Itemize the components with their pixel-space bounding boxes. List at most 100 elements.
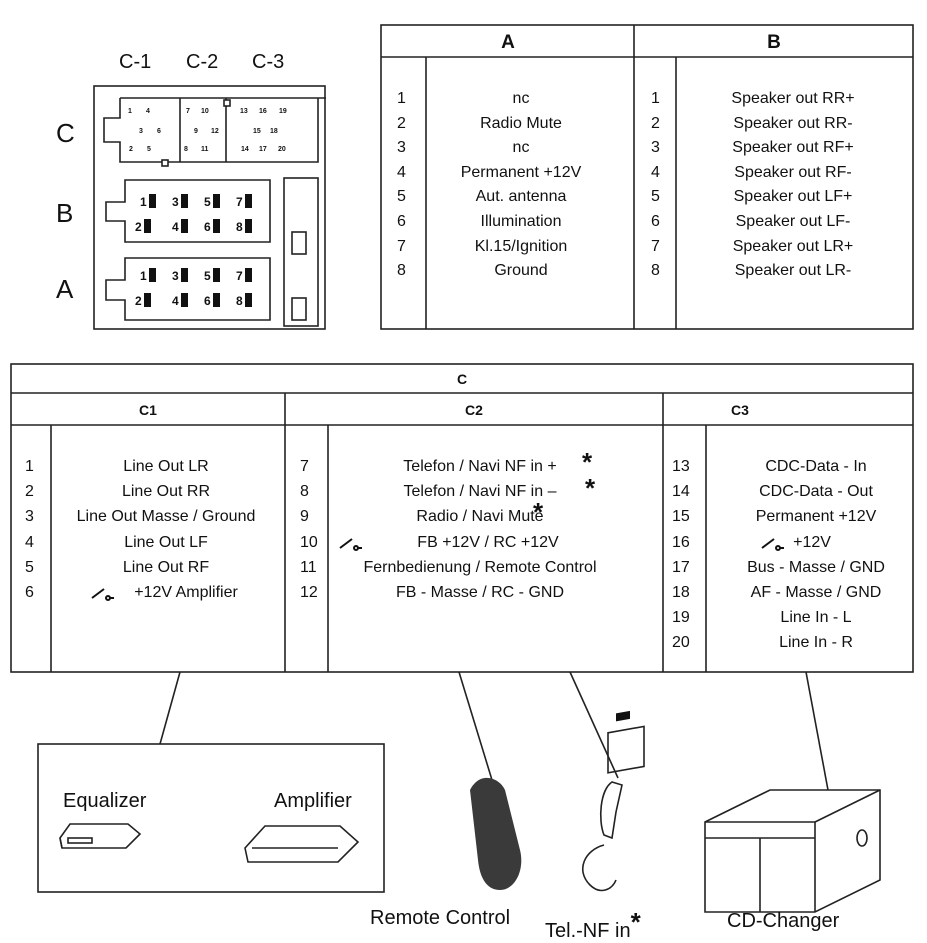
table-c3-pin-number: 18 bbox=[672, 584, 690, 601]
c-pin: 19 bbox=[279, 108, 287, 115]
table-ab-border bbox=[380, 24, 914, 330]
asterisk-mark: * bbox=[533, 497, 544, 527]
b-pin: 6 bbox=[204, 219, 220, 234]
c-pin: 7 bbox=[186, 108, 190, 115]
c-pin: 15 bbox=[253, 128, 261, 135]
table-a-pin-function: Aut. antenna bbox=[475, 188, 567, 206]
a-pin: 4 bbox=[172, 293, 188, 308]
table-b-pin-function: Speaker out RF+ bbox=[732, 139, 854, 157]
c-pin: 4 bbox=[146, 108, 150, 115]
c-pin: 12 bbox=[211, 128, 219, 135]
phone-handset bbox=[599, 781, 623, 840]
table-c2-pin-number: 10 bbox=[300, 533, 318, 551]
table-b-pin-number: 8 bbox=[651, 262, 660, 280]
a-pin: 1 bbox=[140, 268, 156, 283]
table-a-pin-function: Ground bbox=[494, 262, 548, 280]
table-a-pin-function: Radio Mute bbox=[480, 114, 562, 132]
table-c1-pin-number: 2 bbox=[25, 483, 34, 501]
table-c2-pin-number: 9 bbox=[300, 508, 309, 526]
table-a-pin-function: Permanent +12V bbox=[460, 163, 582, 181]
a-pin: 2 bbox=[135, 293, 151, 308]
c-pin: 9 bbox=[194, 128, 198, 135]
row-label-a: A bbox=[56, 274, 74, 304]
table-a-pin-number: 3 bbox=[397, 139, 406, 157]
c-pin: 17 bbox=[259, 146, 267, 153]
table-b-pin-number: 1 bbox=[651, 90, 660, 107]
table-c1-pin-function: +12V Amplifier bbox=[134, 584, 238, 601]
asterisk-mark: * bbox=[585, 473, 596, 503]
c-pin: 16 bbox=[259, 108, 267, 115]
table-c3-pin-function: Line In - R bbox=[779, 634, 853, 652]
table-b-pin-function: Speaker out LF+ bbox=[733, 188, 853, 206]
table-c2-pin-function: Radio / Navi Mute bbox=[416, 508, 544, 526]
table-c1-header: C1 bbox=[139, 402, 157, 418]
table-a-pin-function: Kl.15/Ignition bbox=[474, 237, 568, 255]
table-c2-pin-function: FB +12V / RC +12V bbox=[417, 533, 559, 551]
b-pin: 3 bbox=[172, 194, 188, 209]
col-label-c1: C-1 bbox=[119, 51, 152, 73]
table-c1-pin-function: Line Out RF bbox=[122, 558, 210, 576]
row-label-b: B bbox=[56, 198, 74, 228]
a-block-outline bbox=[105, 257, 271, 321]
table-c3-header: C3 bbox=[731, 402, 749, 418]
b-pin: 1 bbox=[140, 194, 156, 209]
table-c3-pin-number: 20 bbox=[672, 634, 690, 652]
c-pin: 13 bbox=[240, 108, 248, 115]
b-pin: 5 bbox=[204, 194, 220, 209]
table-c1-pin-number: 5 bbox=[25, 558, 34, 576]
a-pin: 6 bbox=[204, 293, 220, 308]
a-pin: 8 bbox=[236, 293, 252, 308]
c-pin: 1 bbox=[128, 108, 132, 115]
connector-outline bbox=[93, 85, 326, 330]
table-b-pin-function: Speaker out RF- bbox=[734, 163, 852, 181]
a-pin: 7 bbox=[236, 268, 252, 283]
table-c1-pin-function: Line Out LR bbox=[123, 458, 209, 475]
switch-icon bbox=[91, 588, 114, 601]
table-b-pin-number: 5 bbox=[651, 188, 660, 206]
b-pin: 2 bbox=[135, 219, 151, 234]
table-c-title: C bbox=[456, 371, 468, 387]
c-pin: 18 bbox=[270, 128, 278, 135]
table-a-pin-number: 8 bbox=[397, 262, 406, 280]
table-b-pin-number: 7 bbox=[651, 237, 660, 255]
table-c3-pin-number: 16 bbox=[672, 533, 690, 551]
c-pin: 8 bbox=[184, 146, 188, 153]
table-c1-pin-number: 4 bbox=[25, 533, 34, 551]
table-b-pin-function: Speaker out LR- bbox=[734, 262, 852, 280]
table-b-header: B bbox=[767, 32, 781, 53]
tel-nf-label: Tel.-NF in* bbox=[545, 907, 641, 942]
table-b-pin-function: Speaker out RR+ bbox=[731, 90, 855, 107]
table-c2-pin-number: 12 bbox=[300, 584, 318, 601]
table-a-pin-number: 1 bbox=[397, 90, 406, 107]
table-b-pin-number: 6 bbox=[651, 213, 660, 230]
c-block-outline bbox=[103, 97, 326, 163]
table-b-pin-function: Speaker out LR+ bbox=[732, 237, 854, 255]
table-a-header: A bbox=[501, 32, 515, 53]
table-c2-pin-number: 11 bbox=[300, 558, 317, 576]
table-b-pin-function: Speaker out RR- bbox=[733, 114, 853, 132]
table-c3-pin-number: 15 bbox=[672, 508, 690, 526]
c-pin: 10 bbox=[201, 108, 209, 115]
table-c1-pin-function: Line Out Masse / Ground bbox=[76, 508, 256, 526]
b-block-outline bbox=[105, 179, 271, 243]
table-c2-pin-function: Telefon / Navi NF in – bbox=[403, 483, 557, 501]
c-pin: 6 bbox=[157, 128, 161, 135]
table-a-pin-number: 5 bbox=[397, 188, 406, 206]
table-c2-pin-function: Telefon / Navi NF in + bbox=[403, 458, 557, 475]
row-label-c: C bbox=[56, 118, 75, 148]
table-c1-pin-function: Line Out LF bbox=[124, 533, 208, 551]
c-pin: 11 bbox=[201, 146, 209, 153]
table-c3-pin-function: +12V bbox=[793, 533, 831, 551]
table-a-pin-function: nc bbox=[512, 139, 530, 157]
a-pin: 3 bbox=[172, 268, 188, 283]
remote-control-drawing bbox=[470, 777, 522, 890]
table-c3-pin-number: 19 bbox=[672, 609, 690, 627]
table-b-pin-function: Speaker out LF- bbox=[735, 213, 851, 230]
switch-icon bbox=[339, 538, 362, 551]
table-c2-pin-function: Fernbedienung / Remote Control bbox=[363, 558, 597, 576]
table-a-pin-function: nc bbox=[512, 90, 530, 107]
col-label-c3: C-3 bbox=[252, 51, 285, 73]
table-c3-pin-number: 14 bbox=[672, 483, 690, 501]
table-a-pin-number: 6 bbox=[397, 213, 406, 230]
